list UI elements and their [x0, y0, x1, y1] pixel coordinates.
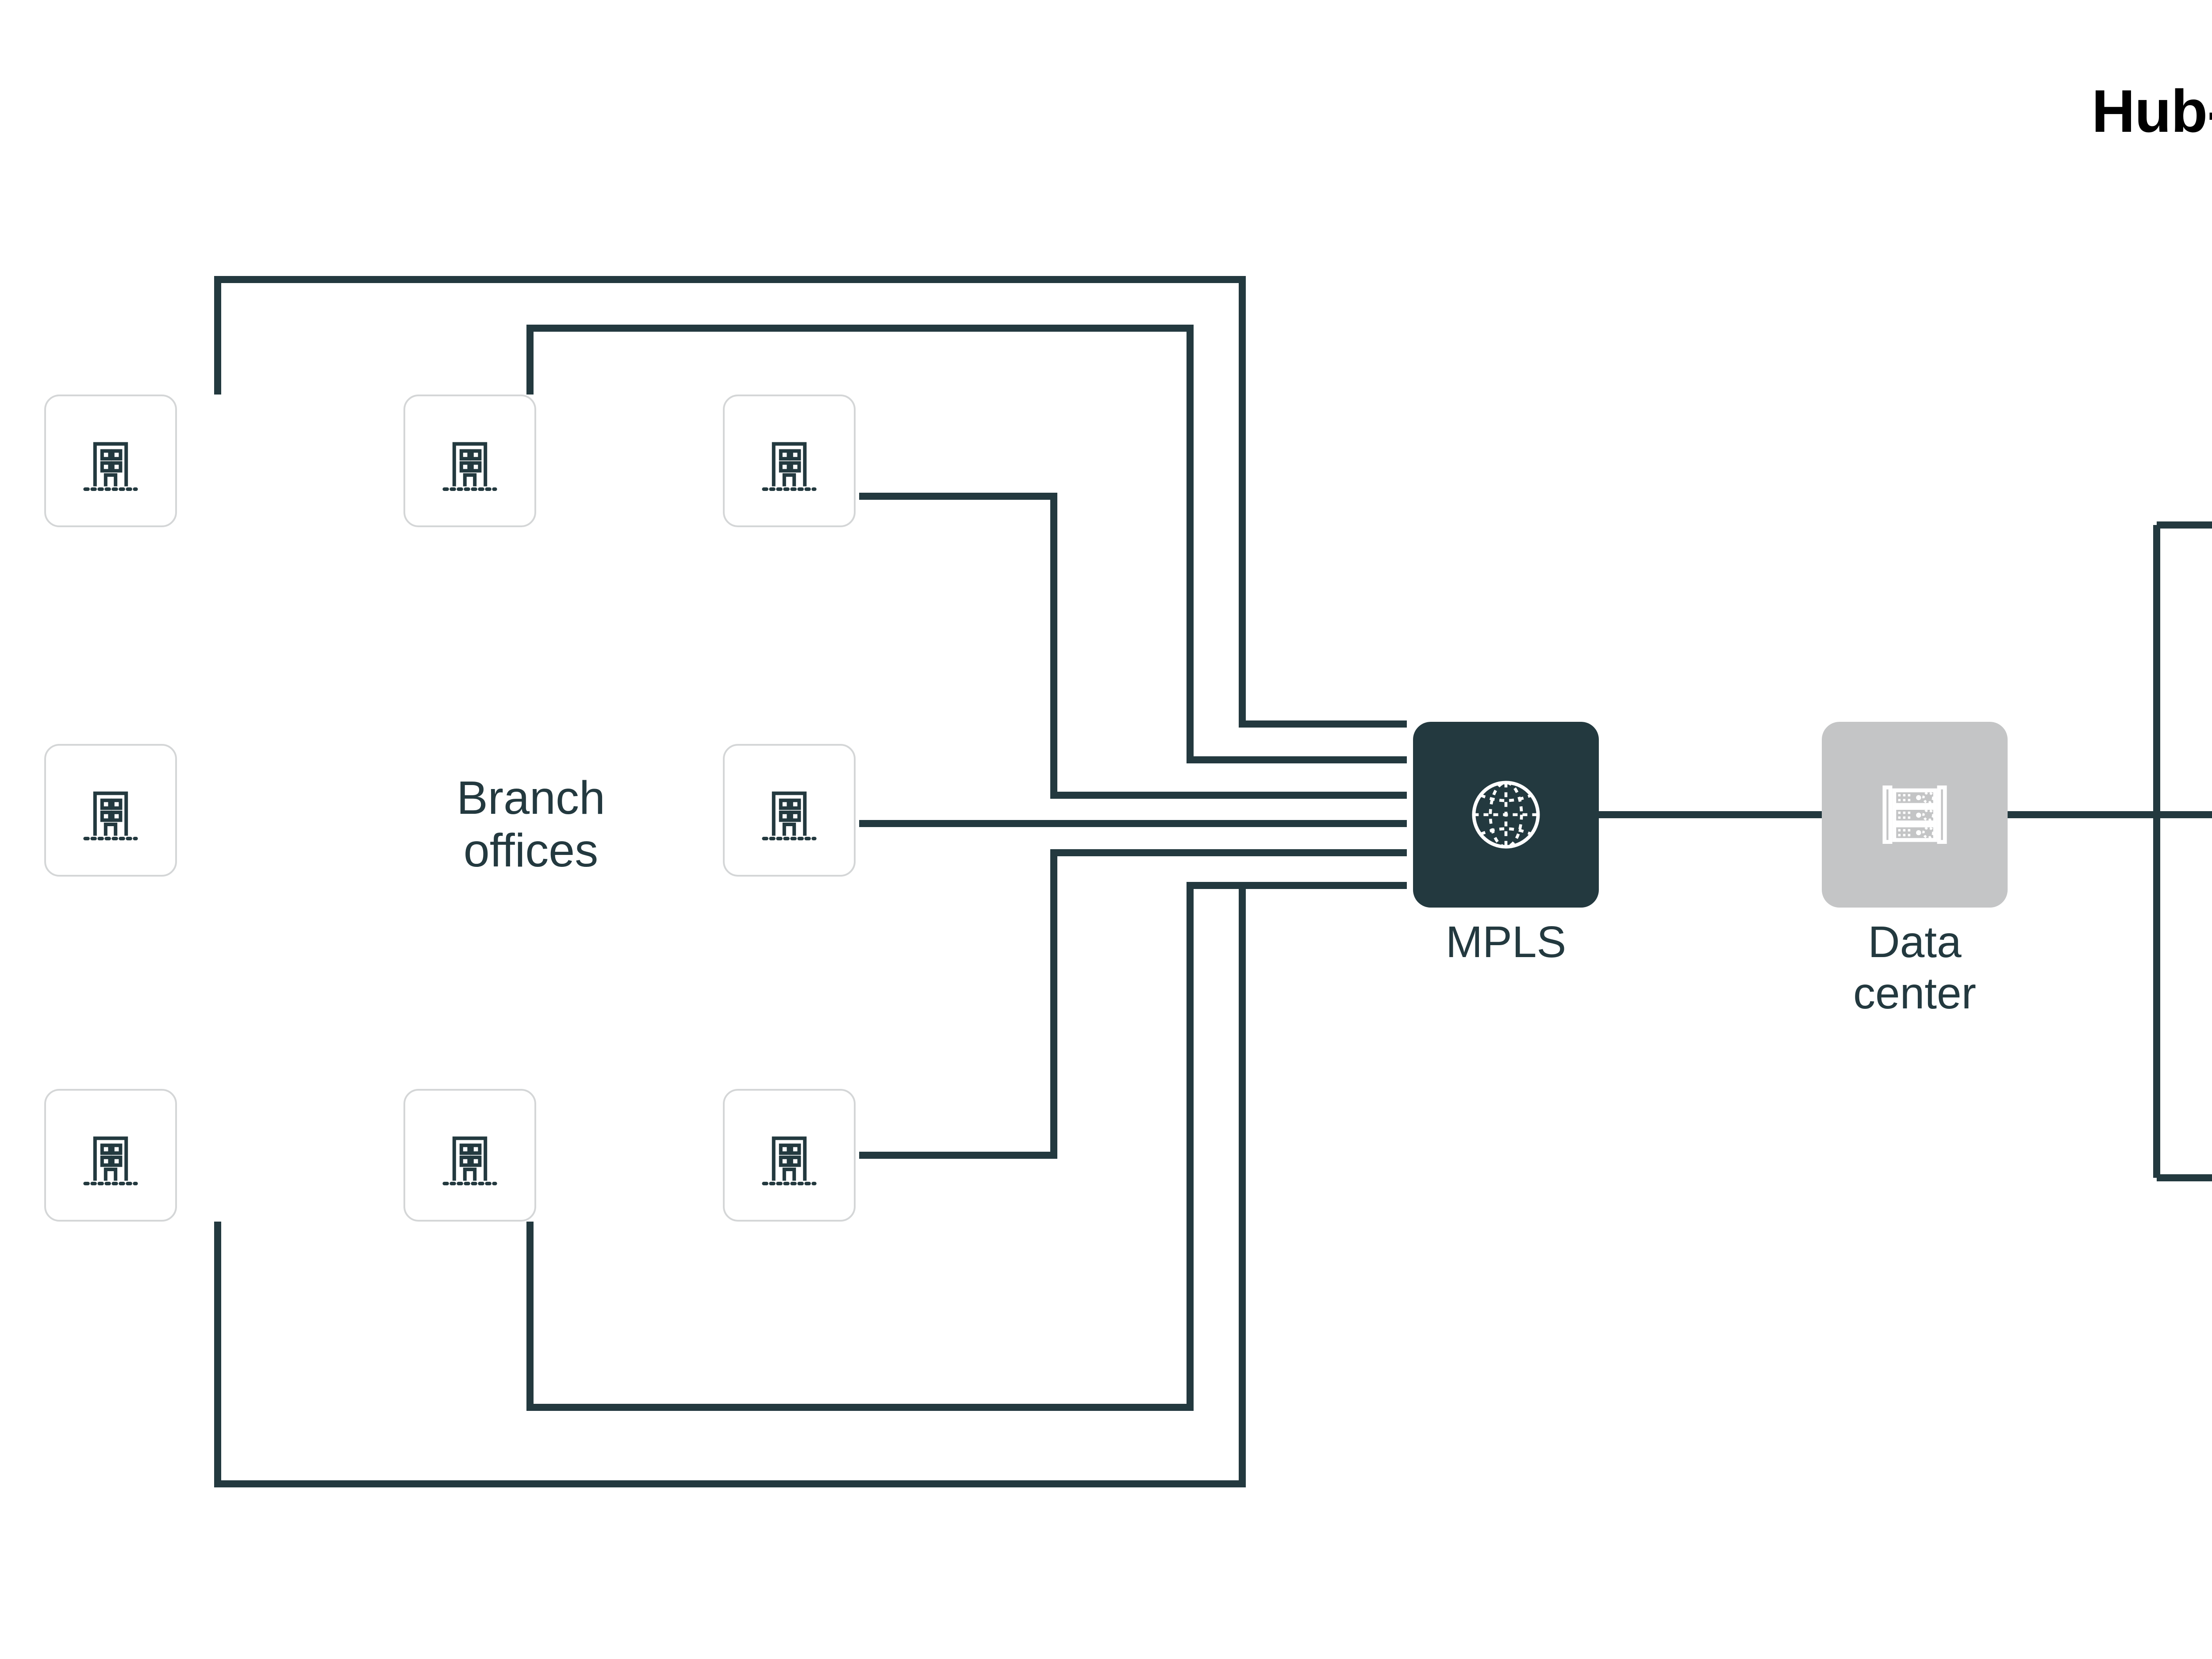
data-center-label-line-2: center: [1853, 969, 1976, 1018]
branch-office-card[interactable]: [723, 395, 856, 527]
office-building-icon: [434, 1120, 505, 1191]
branch-office-card[interactable]: [403, 395, 536, 527]
page-title-line-1: Hub-and-spoke architecture: [2091, 77, 2212, 145]
branch-offices-label-line-2: offices: [463, 824, 599, 877]
office-building-icon: [754, 1120, 825, 1191]
data-center-node[interactable]: Data center: [1822, 722, 2008, 1018]
branch-office-card[interactable]: [403, 1089, 536, 1222]
link-branch7-mpls: [526, 882, 1407, 1411]
link-branch1-mpls: [214, 276, 1407, 728]
data-center-node-box[interactable]: [1822, 722, 2008, 908]
branch-office-card[interactable]: [723, 1089, 856, 1222]
page-title: Hub-and-spoke architecture scalability c…: [1552, 75, 2212, 219]
office-building-icon: [75, 1120, 146, 1191]
server-rack-icon: [1866, 766, 1963, 863]
branch-office-card[interactable]: [44, 395, 177, 527]
mpls-node-box[interactable]: [1413, 722, 1599, 908]
office-building-icon: [754, 425, 825, 496]
office-building-icon: [75, 775, 146, 846]
branch-office-card[interactable]: [44, 1089, 177, 1222]
office-building-icon: [434, 425, 505, 496]
branch-offices-label: Branch offices: [385, 772, 677, 877]
data-center-node-label: Data center: [1760, 916, 2070, 1019]
office-building-icon: [75, 425, 146, 496]
page-title-line-2: scalability challenges: [1552, 147, 2212, 219]
branch-office-card[interactable]: [44, 744, 177, 877]
link-branch6-mpls: [214, 882, 1407, 1487]
branch-office-card[interactable]: [723, 744, 856, 877]
link-branch8-mpls: [859, 849, 1407, 1159]
branch-offices-label-line-1: Branch: [457, 772, 605, 824]
link-branch3-mpls: [859, 493, 1407, 799]
globe-icon: [1457, 766, 1555, 863]
mpls-node-label: MPLS: [1445, 917, 1567, 967]
link-branch2-mpls: [526, 325, 1407, 763]
office-building-icon: [754, 775, 825, 846]
data-center-label-line-1: Data: [1868, 917, 1962, 967]
mpls-node[interactable]: MPLS: [1413, 722, 1599, 967]
